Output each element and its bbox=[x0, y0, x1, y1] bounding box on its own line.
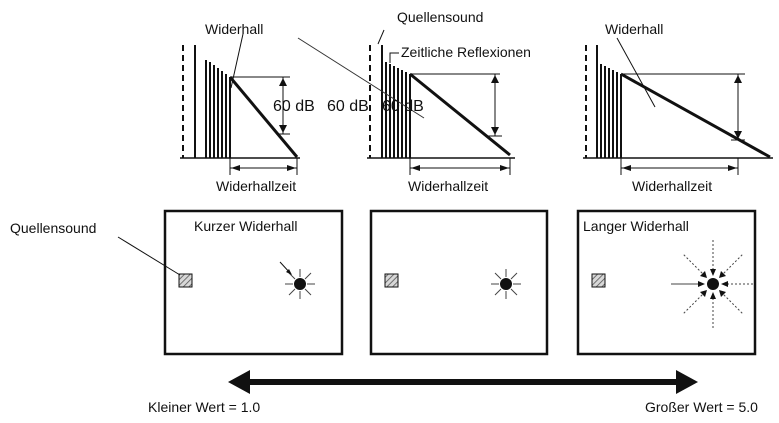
burst-icon bbox=[491, 269, 521, 299]
source-sound-label-left: Quellensound bbox=[10, 220, 96, 236]
decay-graph-1 bbox=[180, 33, 300, 175]
burst-icon bbox=[671, 240, 753, 328]
source-square bbox=[591, 273, 606, 288]
burst-icon bbox=[279, 261, 315, 299]
db-label-mid: 60 dB bbox=[327, 98, 369, 115]
db-label-right: 60 dB bbox=[382, 98, 424, 115]
decay-time-label-3: Widerhallzeit bbox=[632, 178, 712, 194]
scale-min-label: Kleiner Wert = 1.0 bbox=[148, 399, 260, 415]
long-reverb-label: Langer Widerhall bbox=[583, 218, 689, 234]
room-medium bbox=[369, 209, 549, 356]
source-leader-line bbox=[117, 236, 181, 276]
decay-graph-3 bbox=[583, 37, 773, 175]
source-square bbox=[384, 273, 399, 288]
decay-time-label-2: Widerhallzeit bbox=[408, 178, 488, 194]
early-reflections-label: Zeitliche Reflexionen bbox=[401, 44, 531, 60]
room-short bbox=[163, 209, 344, 356]
scale-max-label: Großer Wert = 5.0 bbox=[645, 399, 758, 415]
source-sound-label-top: Quellensound bbox=[397, 9, 483, 25]
decay-graph-2 bbox=[367, 29, 515, 175]
room-long bbox=[576, 209, 757, 356]
db-label-left: 60 dB bbox=[273, 98, 315, 115]
decay-time-label-1: Widerhallzeit bbox=[216, 178, 296, 194]
reverb-leader-line bbox=[297, 37, 425, 119]
reverb-label-left: Widerhall bbox=[205, 21, 263, 37]
source-square bbox=[178, 273, 193, 288]
scale-arrow bbox=[228, 370, 698, 394]
short-reverb-label: Kurzer Widerhall bbox=[194, 218, 297, 234]
reverb-label-right: Widerhall bbox=[605, 21, 663, 37]
